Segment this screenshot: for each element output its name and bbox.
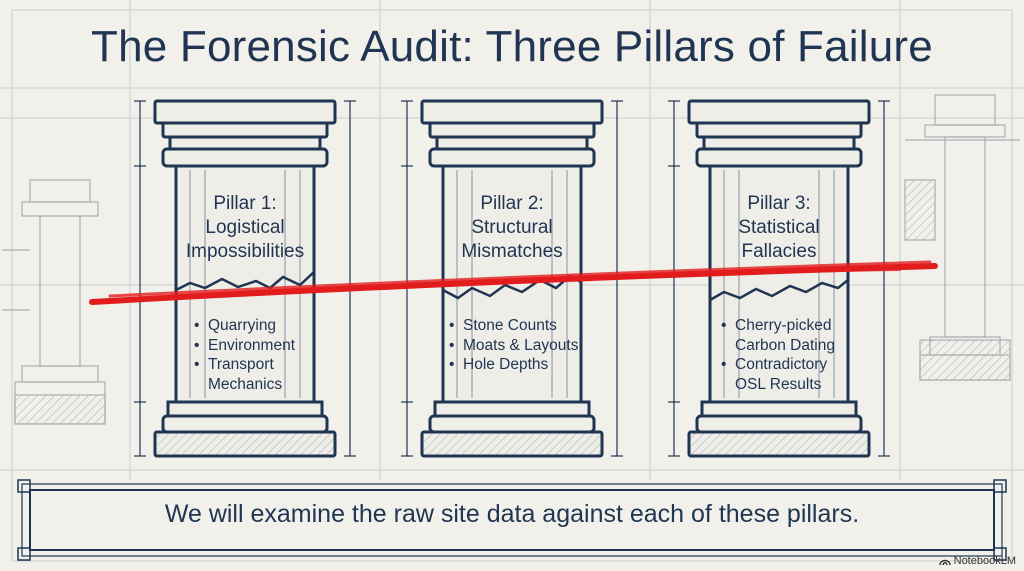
summary-banner-text: We will examine the raw site data agains…	[164, 500, 860, 528]
list-item: Cherry-picked	[721, 316, 835, 336]
pillar-1-title-line-3: Impossibilities	[185, 241, 305, 262]
list-item: Contradictory	[721, 355, 835, 375]
brand-label: NotebookLM	[953, 555, 1016, 567]
list-item: Quarrying	[194, 316, 295, 336]
list-item-continuation: OSL Results	[735, 375, 822, 393]
pillar-2-title-line-3: Mismatches	[461, 241, 563, 262]
pillar-3	[687, 99, 871, 458]
right-sketch-column	[904, 94, 1020, 381]
brand-watermark: NotebookLM	[938, 555, 1016, 567]
pillar-1-title: Pillar 1: Logistical Impossibilities	[160, 192, 330, 264]
pillar-3-title-line-3: Fallacies	[741, 241, 817, 262]
list-item: Hole Depths	[449, 355, 578, 375]
list-item: Environment	[194, 336, 295, 356]
pillar-3-title: Pillar 3: Statistical Fallacies	[694, 192, 864, 264]
pillar-1-bullets: Quarrying Environment Transport Mechanic…	[194, 316, 295, 394]
pillar-2-title: Pillar 2: Structural Mismatches	[427, 192, 597, 264]
pillar-2-title-line-1: Pillar 2:	[480, 193, 544, 214]
pillar-2-bullets: Stone Counts Moats & Layouts Hole Depths	[449, 316, 578, 375]
list-item-continuation: Carbon Dating	[735, 336, 835, 354]
list-item: Transport	[194, 355, 295, 375]
list-item: Moats & Layouts	[449, 336, 578, 356]
notebooklm-logo-icon	[938, 559, 951, 566]
pillar-1-crack	[175, 271, 315, 292]
red-strike-through	[89, 260, 938, 305]
pillar-1-title-line-1: Pillar 1:	[213, 193, 277, 214]
pillar-2-title-line-2: Structural	[471, 217, 553, 238]
pillar-3-bullets: Cherry-picked Carbon Dating Contradictor…	[721, 316, 835, 394]
pillar-3-title-line-1: Pillar 3:	[747, 193, 811, 214]
page-title: The Forensic Audit: Three Pillars of Fai…	[91, 22, 933, 71]
pillar-3-crack	[709, 279, 849, 302]
list-item-continuation: Mechanics	[208, 375, 283, 393]
left-sketch-column	[2, 179, 106, 425]
pillar-1-title-line-2: Logistical	[205, 217, 285, 238]
pillar-3-title-line-2: Statistical	[738, 217, 820, 238]
banner-frame	[17, 479, 1007, 561]
list-item: Stone Counts	[449, 316, 578, 336]
